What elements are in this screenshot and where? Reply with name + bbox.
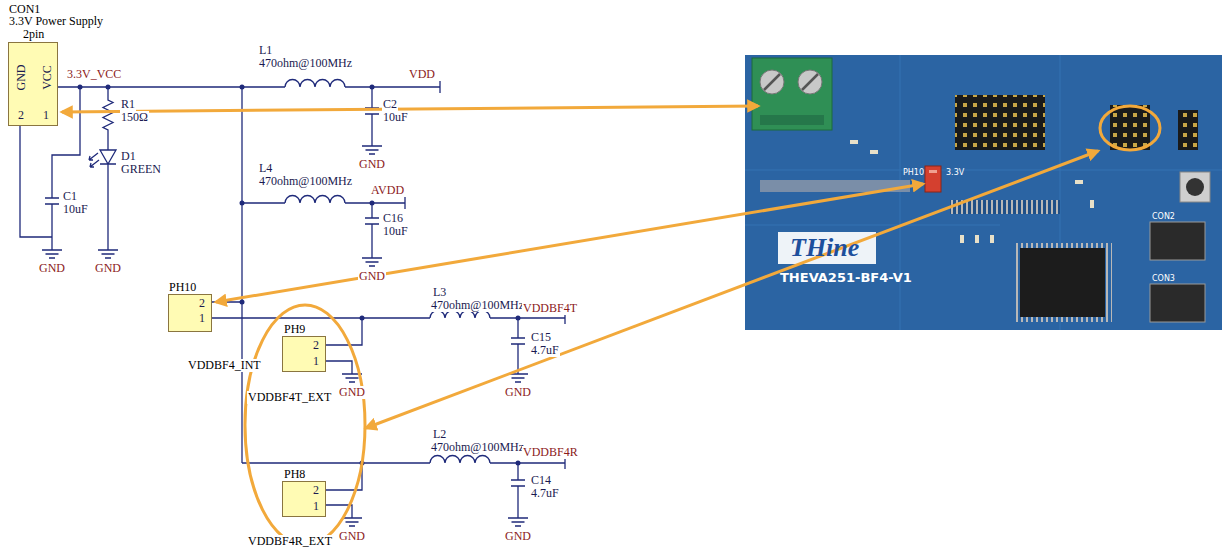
capacitor-symbol xyxy=(365,87,379,146)
part-value: 3.3V Power Supply xyxy=(9,15,103,28)
part-value: 10uF xyxy=(382,225,409,238)
pin-number: 2 xyxy=(199,297,205,310)
part-value: 10uF xyxy=(382,111,409,124)
part-value: 10uF xyxy=(62,203,89,216)
part-value: 470ohm@100MHz xyxy=(430,441,525,454)
part-value: 2pin xyxy=(23,28,44,41)
board-logo: THine xyxy=(790,234,859,262)
ground-label: GND xyxy=(504,530,532,543)
inductor-symbol xyxy=(430,456,490,463)
board-name: THEVA251-BF4-V1 xyxy=(780,270,912,285)
ground-label: GND xyxy=(358,158,386,171)
ground-symbols xyxy=(42,146,528,526)
highlight-ellipse xyxy=(245,305,365,545)
part-ref: L2 xyxy=(432,428,447,441)
silkscreen-label: CON2 xyxy=(1152,212,1175,221)
connector-header: PH821VDDBF4R_EXT xyxy=(282,481,326,517)
net-name: VDDBF4R xyxy=(522,446,579,459)
highlight-ellipse xyxy=(1100,106,1160,150)
connector-header: PH1021VDDBF4_INT xyxy=(168,294,212,332)
part-value: 470ohm@100MHz xyxy=(258,175,353,188)
logo-plate xyxy=(778,232,876,264)
terminal-block xyxy=(752,58,832,130)
capacitor-symbol xyxy=(511,318,525,374)
wire xyxy=(242,197,405,209)
silkscreen-label: PH10 xyxy=(903,168,924,177)
ground-label: GND xyxy=(338,530,366,543)
pin-header xyxy=(1110,105,1150,150)
pin-number: 2 xyxy=(313,484,319,497)
wire xyxy=(20,126,52,237)
push-button xyxy=(1180,172,1210,202)
pin-number: 2 xyxy=(313,339,319,352)
ground-label: GND xyxy=(504,386,532,399)
part-ref: L3 xyxy=(432,286,447,299)
jumper xyxy=(925,166,941,192)
chip xyxy=(1020,248,1105,317)
pin-name: GND xyxy=(15,64,28,90)
pin-number: 1 xyxy=(313,355,319,368)
connector xyxy=(1150,222,1205,260)
silkscreen-label: 3.3V xyxy=(946,168,964,177)
callout-arrow xyxy=(62,106,758,112)
ground-label: GND xyxy=(358,270,386,283)
pin-header xyxy=(955,95,1045,150)
part-value: 4.7uF xyxy=(530,344,560,357)
led-light-arrows xyxy=(89,153,99,167)
net-name: VDD xyxy=(408,68,436,81)
net-name: VDDBF4T xyxy=(522,302,578,315)
part-value: GREEN xyxy=(120,163,162,176)
part-value: 470ohm@100MHz xyxy=(430,299,525,312)
part-ref: L1 xyxy=(258,44,273,57)
part-value: VDDBF4R_EXT xyxy=(247,535,333,548)
inductor-symbol xyxy=(285,196,345,204)
ground-label: GND xyxy=(94,262,122,275)
callouts xyxy=(62,106,1160,545)
part-value: 150Ω xyxy=(120,111,149,124)
part-ref: R1 xyxy=(120,98,136,111)
board-photo xyxy=(745,55,1222,330)
part-ref: PH10 xyxy=(169,281,196,294)
wires xyxy=(20,80,565,519)
wire xyxy=(58,81,440,93)
callout-arrow xyxy=(366,151,1098,428)
part-value: VDDBF4T_EXT xyxy=(247,391,332,404)
connector-header: PH921VDDBF4T_EXT xyxy=(282,336,326,372)
pin-number: 1 xyxy=(313,500,319,513)
part-ref: C14 xyxy=(530,474,552,487)
pcb xyxy=(745,55,1222,330)
capacitor-symbol xyxy=(511,463,525,518)
part-ref: C2 xyxy=(382,98,398,111)
part-ref: C1 xyxy=(62,190,78,203)
led-symbol xyxy=(100,150,116,250)
part-value: VDDBF4_INT xyxy=(187,359,262,372)
ground-label: GND xyxy=(38,262,66,275)
part-ref: D1 xyxy=(120,150,137,163)
pin-number: 1 xyxy=(43,109,49,122)
inductor-symbol xyxy=(285,80,345,88)
wire xyxy=(241,87,242,463)
resistor-symbol xyxy=(103,87,113,150)
silkscreen-label: CON3 xyxy=(1152,274,1175,283)
net-name: AVDD xyxy=(370,184,405,197)
part-ref: L4 xyxy=(258,162,273,175)
pin-name: VCC xyxy=(41,65,54,90)
capacitor-symbol xyxy=(365,203,379,258)
connector-header: CON13.3V Power Supply2pinGNDVCC21 xyxy=(8,42,58,126)
ground-label: GND xyxy=(338,386,366,399)
part-ref: C16 xyxy=(382,212,404,225)
connector xyxy=(1150,284,1205,322)
part-ref: PH9 xyxy=(283,323,306,336)
part-value: 470ohm@100MHz xyxy=(258,57,353,70)
junction-dots xyxy=(78,85,521,466)
pin-number: 2 xyxy=(18,109,24,122)
pin-number: 1 xyxy=(199,312,205,325)
net-name: 3.3V_VCC xyxy=(66,68,122,81)
part-ref: C15 xyxy=(530,331,552,344)
callout-arrow xyxy=(216,184,923,302)
part-ref: PH8 xyxy=(283,468,306,481)
part-value: 4.7uF xyxy=(530,487,560,500)
